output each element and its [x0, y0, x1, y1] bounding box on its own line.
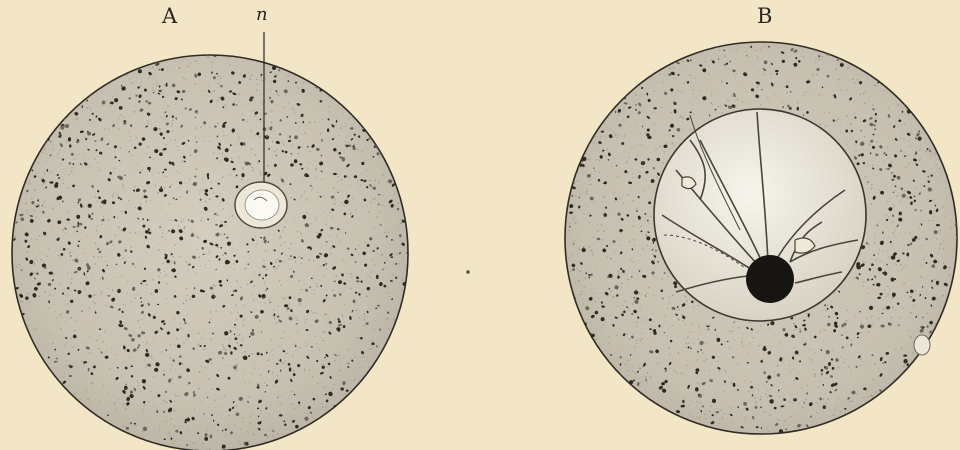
figure-label-b: B: [757, 4, 773, 28]
stray-speck: [466, 270, 470, 274]
cell-b-nucleolus: [746, 255, 794, 303]
cell-b-inclusion: [914, 335, 930, 355]
cell-b: [565, 42, 958, 435]
cell-a-nucleus: [235, 182, 287, 228]
cell-a: [12, 32, 408, 450]
figure-label-a: A: [162, 4, 178, 28]
cell-b-nuclear-region: [654, 109, 866, 321]
nucleus-label: n: [256, 4, 268, 25]
